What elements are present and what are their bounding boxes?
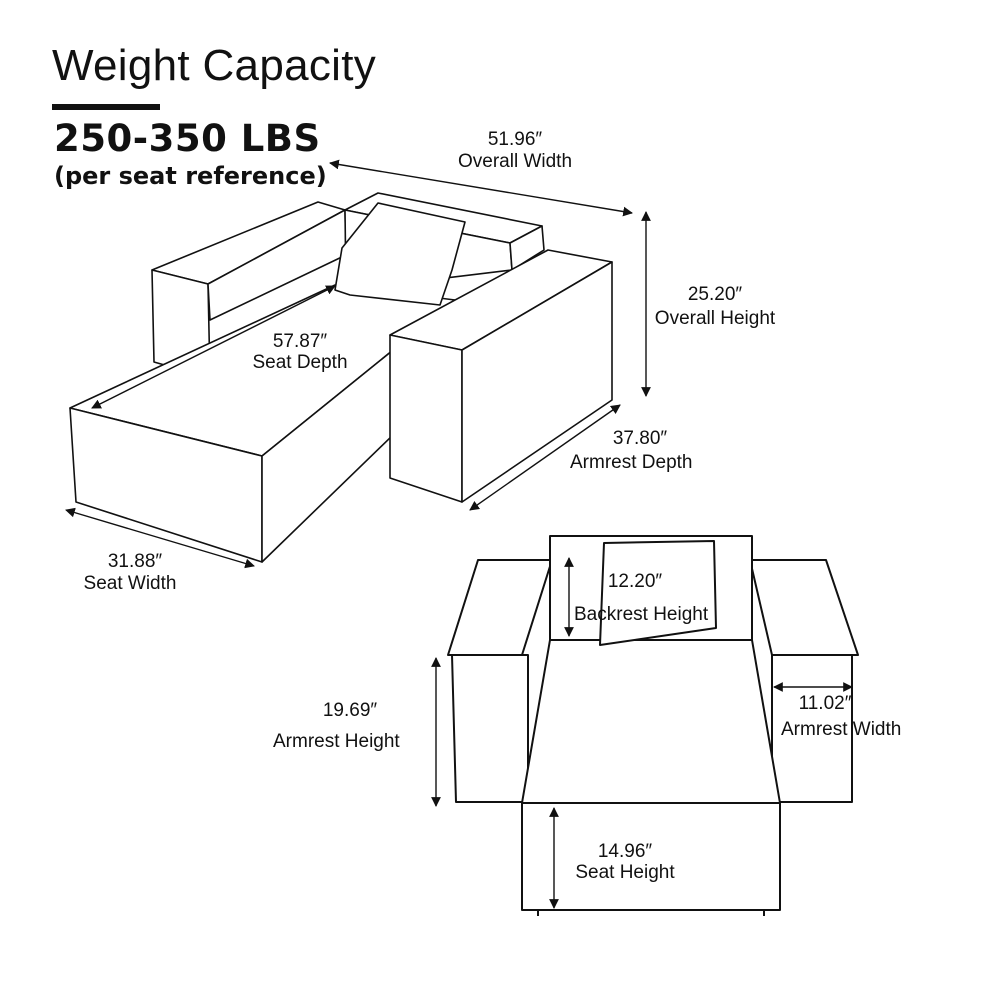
overall-width-label: Overall Width bbox=[457, 151, 573, 172]
seat-depth-label: Seat Depth bbox=[252, 352, 348, 373]
seat-front bbox=[521, 802, 781, 911]
armrest-depth-arrow bbox=[469, 404, 621, 511]
capacity-note: (per seat reference) bbox=[54, 162, 327, 190]
seat-width-label: Seat Width bbox=[83, 573, 177, 594]
seat-top bbox=[521, 639, 781, 804]
pillow bbox=[334, 202, 466, 306]
seat-depth-value: 57.87″ bbox=[272, 331, 328, 352]
front-view bbox=[447, 535, 859, 916]
seat-width-value: 31.88″ bbox=[107, 551, 163, 572]
armrest-depth-value: 37.80″ bbox=[612, 428, 668, 449]
overall-width-value: 51.96″ bbox=[487, 129, 543, 150]
capacity-value: 250-350 LBS bbox=[54, 117, 321, 160]
overall-width-arrow bbox=[329, 159, 633, 217]
seat-depth-arrow bbox=[91, 285, 336, 409]
armrest-height-value: 19.69″ bbox=[322, 700, 378, 721]
seat-height-label: Seat Height bbox=[575, 862, 675, 883]
overall-height-value: 25.20″ bbox=[687, 284, 743, 305]
overall-height-label: Overall Height bbox=[654, 308, 776, 329]
seat-width-arrow bbox=[65, 507, 255, 569]
armrest-depth-label: Armrest Depth bbox=[570, 452, 693, 473]
left-armrest-top bbox=[447, 559, 553, 656]
armrest-height-label: Armrest Height bbox=[273, 731, 400, 752]
left-armrest-front bbox=[451, 654, 529, 803]
backrest-height-label: Backrest Height bbox=[574, 604, 709, 625]
title-underline bbox=[52, 104, 160, 110]
armrest-width-value: 11.02″ bbox=[798, 693, 852, 714]
right-armrest-top bbox=[749, 559, 859, 656]
dimension-arrows bbox=[65, 159, 853, 909]
pillow-front bbox=[599, 540, 717, 646]
seat-height-value: 14.96″ bbox=[597, 841, 653, 862]
page-title: Weight Capacity bbox=[52, 41, 377, 90]
armrest-width-label: Armrest Width bbox=[781, 719, 902, 740]
backrest-height-value: 12.20″ bbox=[607, 571, 663, 592]
